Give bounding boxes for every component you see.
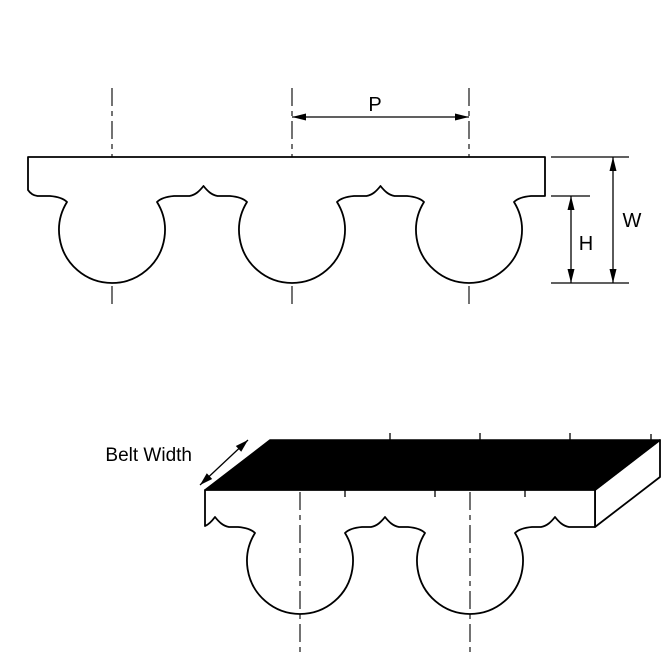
w-arrowhead-top (609, 157, 617, 171)
w-label: W (623, 210, 642, 232)
p-arrowhead-left (292, 113, 306, 121)
belt-profile-outline (27, 156, 546, 284)
w-arrowhead-bottom (609, 269, 617, 283)
dimension-p: P (292, 94, 469, 121)
top-profile-view: P W H (27, 88, 642, 308)
h-arrowhead-top (567, 196, 575, 210)
dimension-w: W (551, 156, 642, 284)
dimension-h: H (551, 195, 593, 283)
belt-width-annotation: Belt Width (105, 439, 249, 486)
p-label: P (368, 94, 381, 116)
belt-width-arrowhead-bottom (200, 473, 213, 485)
h-label: H (579, 233, 593, 255)
belt-front-face-profile (204, 489, 596, 615)
bottom-isometric-view: Belt Width (105, 433, 661, 655)
belt-width-label: Belt Width (105, 445, 192, 466)
p-arrowhead-right (455, 113, 469, 121)
h-arrowhead-bottom (567, 269, 575, 283)
belt-top-face (204, 439, 661, 491)
belt-width-arrowhead-top (235, 440, 248, 452)
